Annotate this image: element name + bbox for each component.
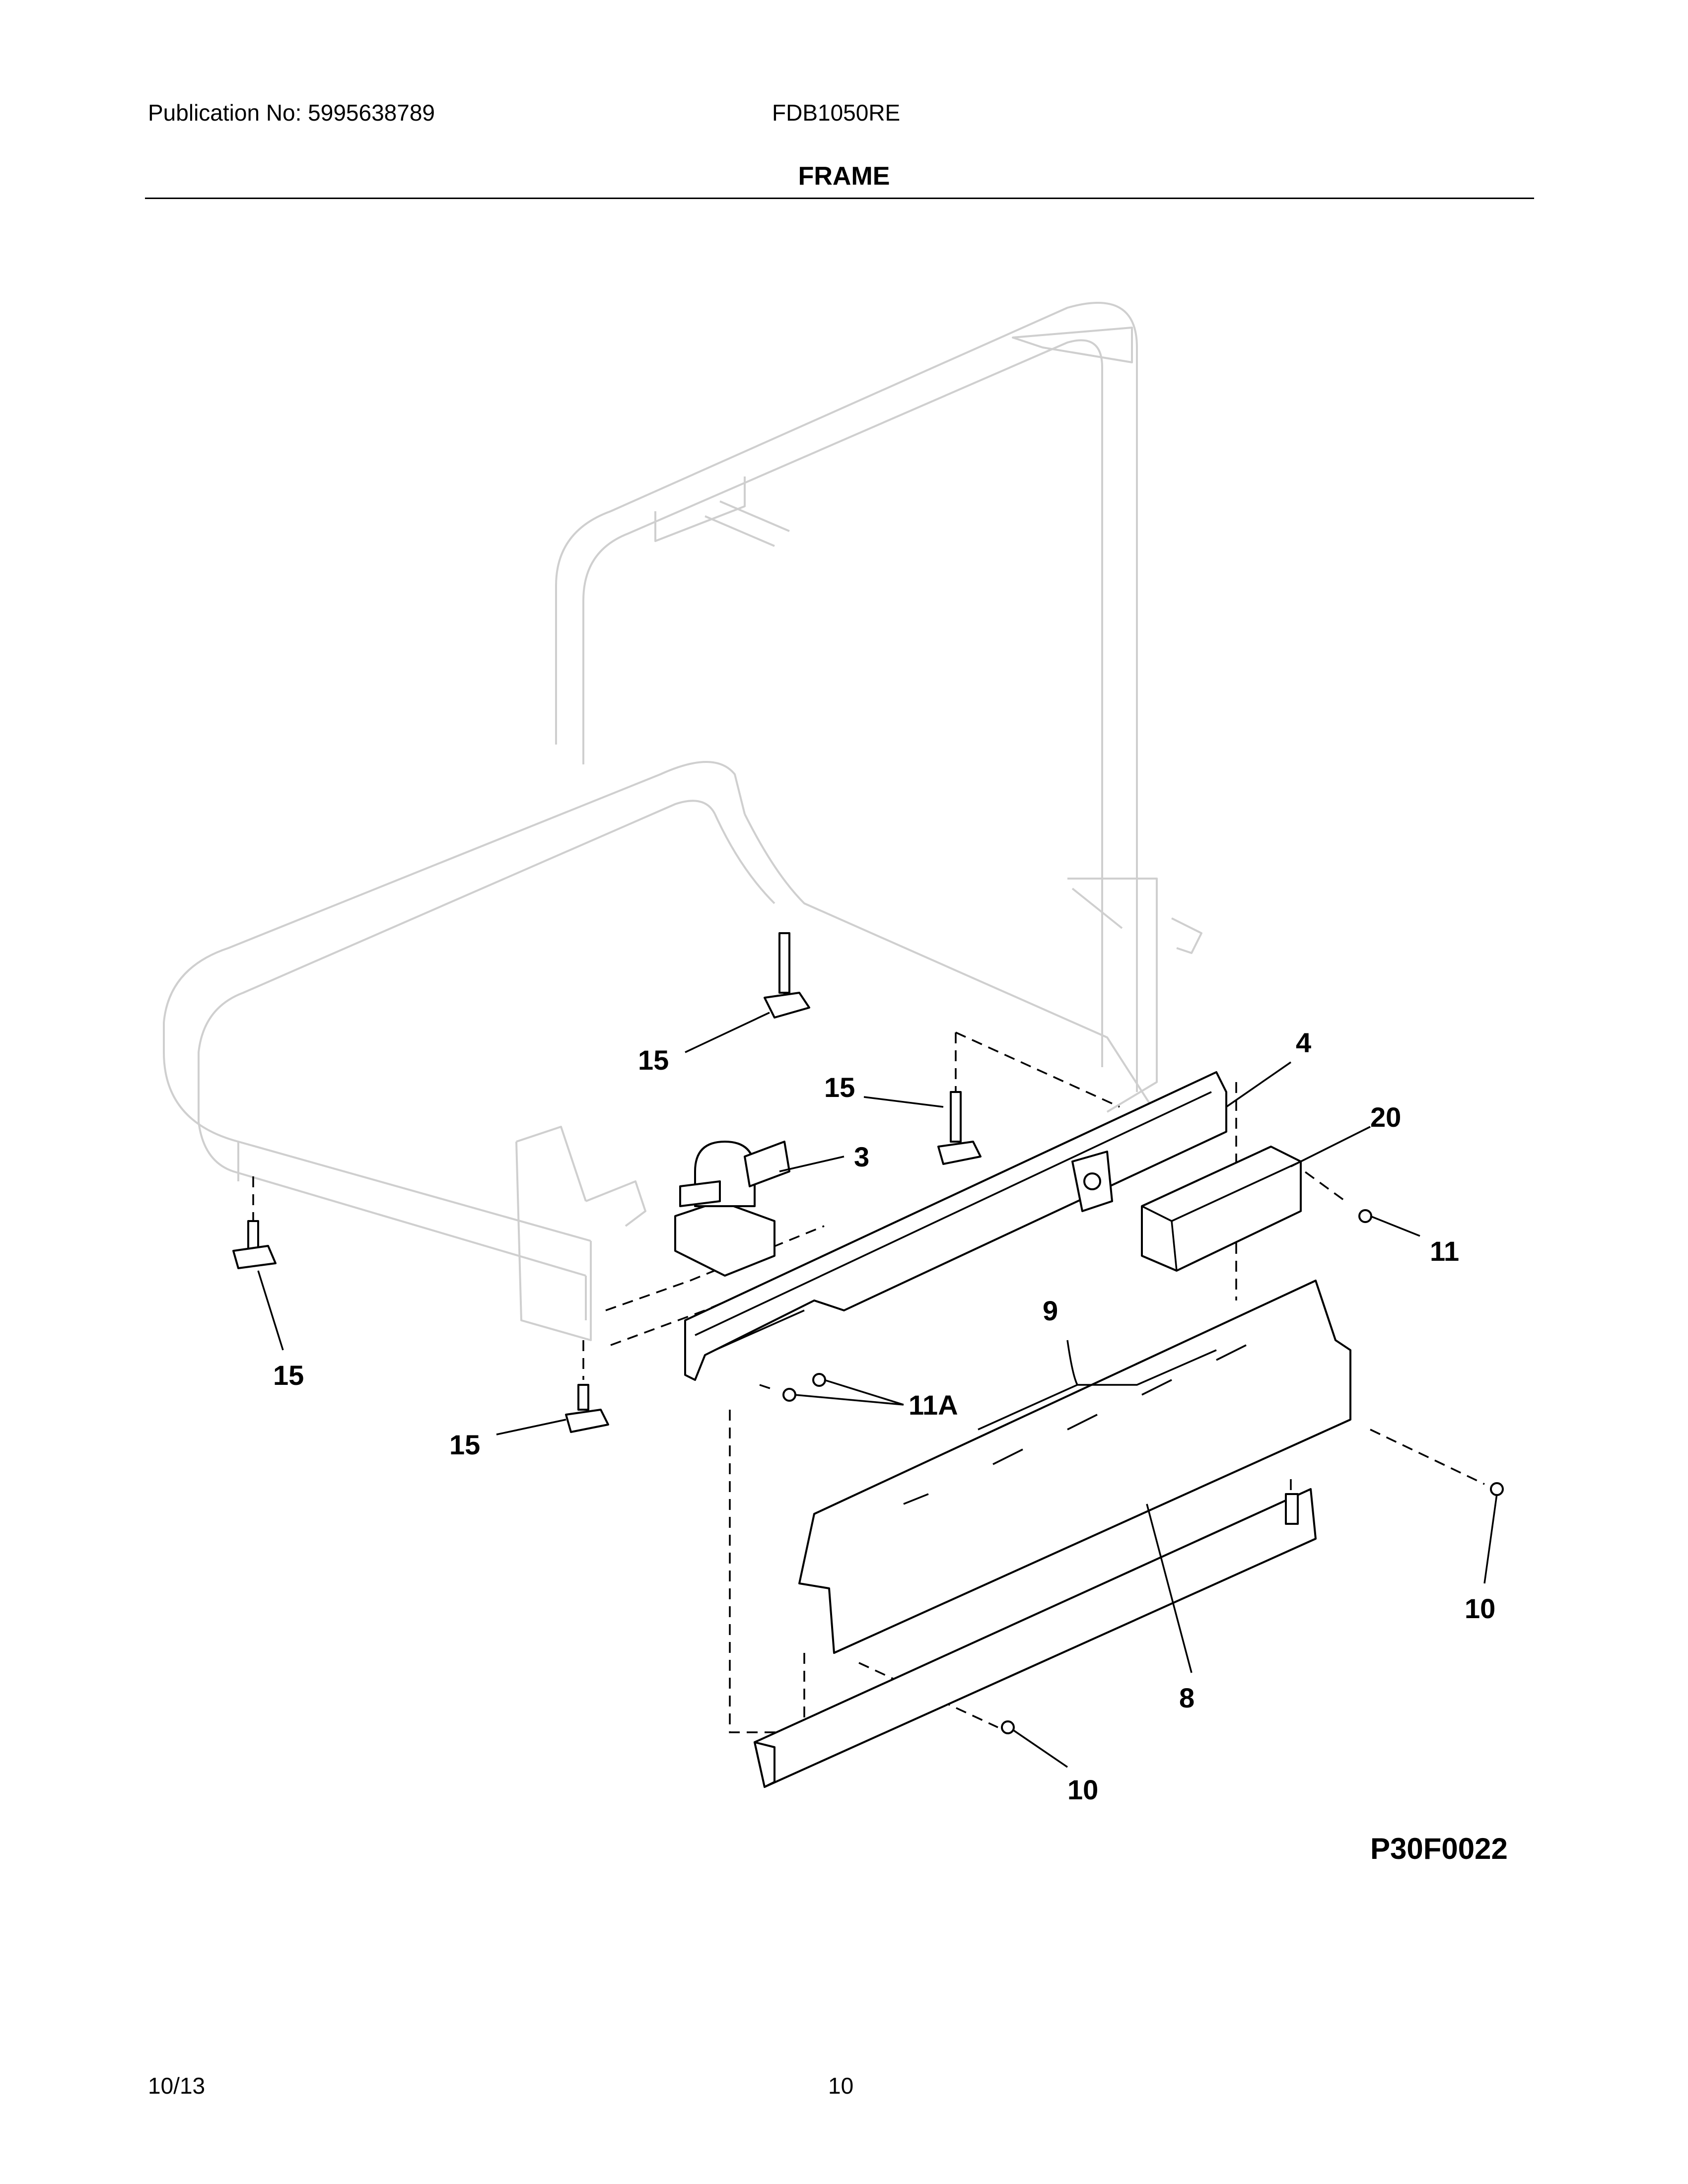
callout-15-front-left: 15	[273, 1360, 304, 1391]
callout-20: 20	[1370, 1101, 1401, 1133]
leader-lines	[257, 1012, 1498, 1768]
callout-11a: 11A	[909, 1389, 958, 1421]
part-20-cover	[1141, 1146, 1302, 1272]
callout-15-front-right: 15	[449, 1429, 480, 1460]
part-15-legs	[232, 932, 982, 1433]
section-title: FRAME	[798, 162, 890, 191]
callout-8: 8	[1179, 1682, 1195, 1713]
callout-9: 9	[1043, 1295, 1058, 1326]
model-number: FDB1050RE	[772, 100, 901, 126]
callout-4: 4	[1296, 1027, 1311, 1058]
callout-11: 11	[1430, 1235, 1459, 1267]
tub-frame-outline	[163, 302, 1202, 1341]
callout-10-bottom: 10	[1067, 1774, 1098, 1805]
part-3-valve	[674, 1141, 790, 1277]
figure-id: P30F0022	[1370, 1832, 1508, 1865]
part-9-support	[798, 1280, 1351, 1654]
callout-15-rear-left: 15	[638, 1044, 669, 1076]
callout-10-right: 10	[1465, 1593, 1495, 1624]
part-8-kickplate	[754, 1488, 1317, 1788]
callout-15-rear-right: 15	[824, 1072, 855, 1103]
page-number: 10	[828, 2073, 854, 2099]
footer-date: 10/13	[148, 2073, 206, 2099]
part-4-bracket	[684, 1071, 1227, 1381]
publication-number: Publication No: 5995638789	[148, 100, 435, 126]
header-rule	[145, 198, 1534, 199]
callout-3: 3	[854, 1141, 869, 1172]
